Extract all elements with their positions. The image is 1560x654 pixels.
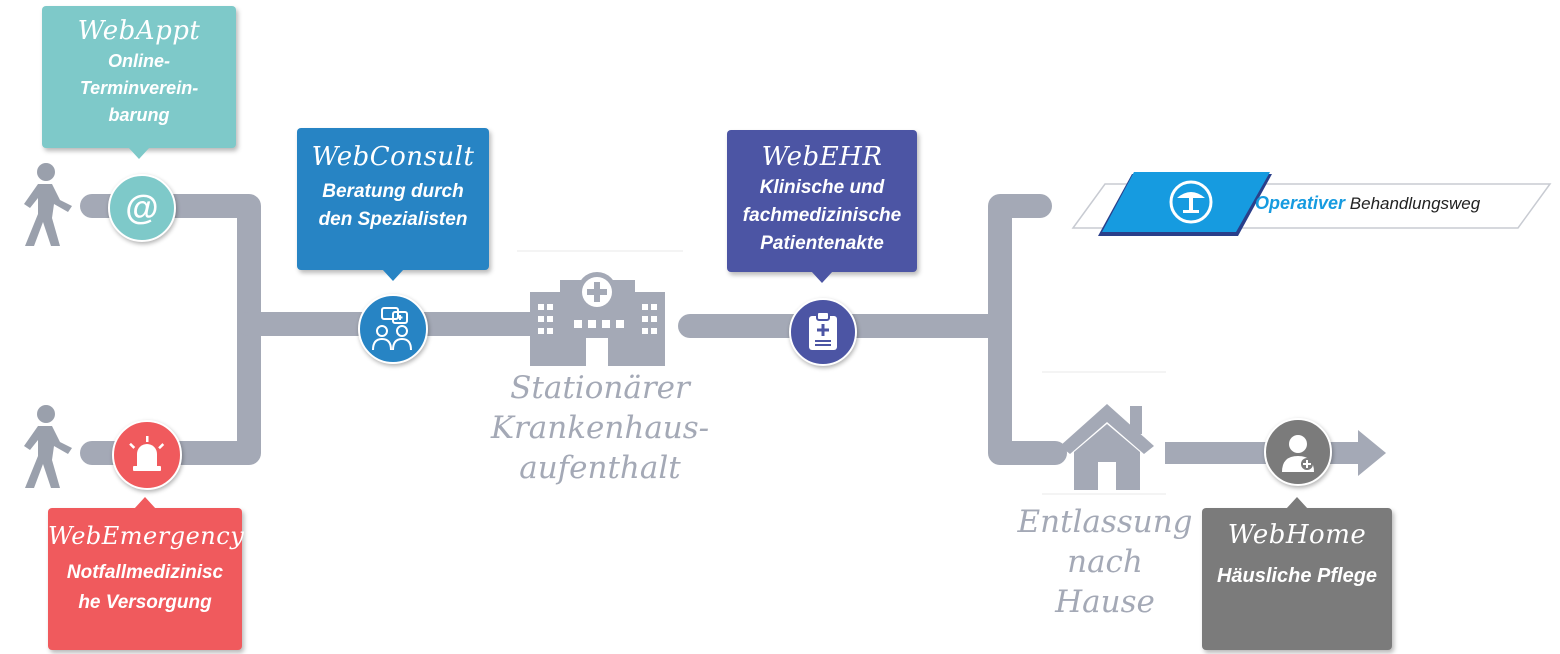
operative-pathway-banner[interactable] (1065, 170, 1555, 240)
siren-icon (129, 436, 165, 471)
walking-person-icon (24, 405, 72, 488)
path-from-appointment (80, 194, 261, 465)
at-sign-icon: @ (125, 189, 158, 227)
webehr-box[interactable]: WebEHR Klinische und fachmedizinische Pa… (727, 130, 917, 283)
doctors-consultation-icon (372, 307, 412, 351)
emergency-node[interactable] (112, 420, 182, 490)
hospital-stay-label: Stationärer Krankenhaus- aufenthalt (490, 370, 710, 486)
webemergency-box[interactable]: WebEmergency Notfallmedizinisc he Versor… (48, 497, 245, 650)
webehr-description: Klinische und fachmedizinische Patienten… (742, 177, 902, 254)
webhome-title: WebHome (1227, 520, 1367, 550)
operative-pathway-label-rest: Behandlungsweg (1345, 194, 1481, 213)
webconsult-title: WebConsult (311, 142, 475, 172)
path-branch (988, 194, 1067, 465)
webappt-description: Online- Terminverein- barung (79, 51, 199, 125)
operative-pathway-label: Operativer Behandlungsweg (1255, 193, 1480, 214)
webhome-description: Häusliche Pflege (1216, 565, 1378, 587)
operative-pathway-label-bold: Operativer (1255, 193, 1346, 213)
webappt-box[interactable]: WebAppt Online- Terminverein- barung (42, 6, 236, 159)
webhome-box[interactable]: WebHome Häusliche Pflege (1202, 497, 1392, 650)
ehr-node[interactable] (789, 298, 857, 366)
home-care-node[interactable] (1264, 418, 1332, 486)
surgical-lamp-icon (1169, 180, 1213, 224)
webemergency-title: WebEmergency (48, 522, 245, 550)
webehr-title: WebEHR (761, 142, 883, 172)
walking-person-icon (24, 163, 72, 246)
arrow-head (1358, 430, 1386, 476)
hospital-building-icon (530, 272, 665, 366)
consultation-node[interactable] (358, 294, 428, 364)
webappt-title: WebAppt (77, 16, 201, 46)
home-nurse-icon (1282, 435, 1314, 472)
house-icon (1060, 404, 1154, 490)
discharge-home-label: Entlassung nach Hause (1017, 504, 1193, 620)
webemergency-description: Notfallmedizinisc he Versorgung (66, 562, 224, 613)
svg-text:@: @ (125, 189, 158, 227)
appointment-node[interactable]: @ (108, 174, 176, 242)
clipboard-medical-icon (809, 311, 837, 350)
webconsult-box[interactable]: WebConsult Beratung durch den Spezialist… (297, 128, 489, 281)
webconsult-description: Beratung durch den Spezialisten (318, 181, 468, 230)
